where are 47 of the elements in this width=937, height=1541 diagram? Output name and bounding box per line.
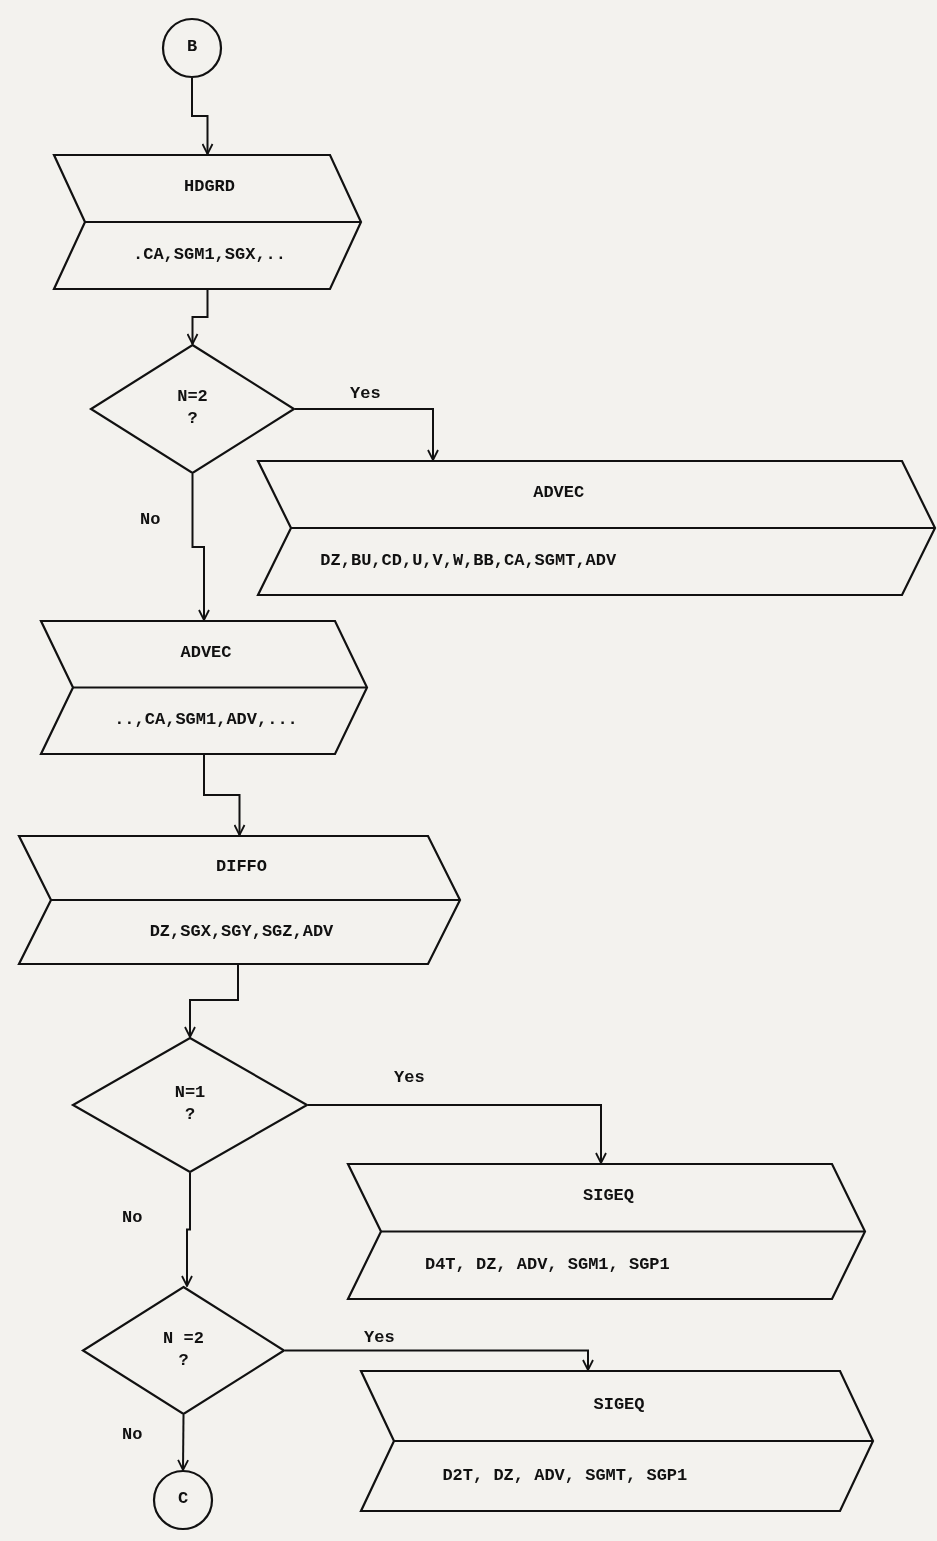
argument-list: ..,CA,SGM1,ADV,... xyxy=(77,710,335,730)
subroutine-name: HDGRD xyxy=(183,177,236,196)
edge-label: No xyxy=(121,1208,144,1227)
edge-label: Yes xyxy=(363,1328,396,1347)
subroutine-box xyxy=(40,620,368,755)
condition-text: N=2 xyxy=(176,387,209,406)
flow-arrow xyxy=(294,408,439,461)
flow-arrow xyxy=(184,964,239,1038)
decision-diamond xyxy=(72,1037,308,1173)
decision-diamond xyxy=(90,344,295,474)
question-mark: ? xyxy=(183,1105,197,1124)
argument-list: DZ,SGX,SGY,SGZ,ADV xyxy=(55,921,428,941)
flow-arrow xyxy=(177,1414,189,1471)
flow-arrow xyxy=(181,1172,193,1287)
flow-arrow xyxy=(191,77,214,155)
connector-circle xyxy=(162,18,222,78)
question-mark: ? xyxy=(177,1350,190,1370)
condition-text: N =2 xyxy=(162,1328,205,1348)
subroutine-box xyxy=(360,1370,874,1512)
flow-arrow xyxy=(307,1104,607,1164)
connector-label: C xyxy=(176,1489,190,1508)
subroutine-box xyxy=(257,460,936,596)
subroutine-box xyxy=(347,1163,866,1300)
edge-label: No xyxy=(139,510,162,529)
flow-arrow xyxy=(186,289,209,345)
argument-list: D4T, DZ, ADV, SGM1, SGP1 xyxy=(424,1254,670,1274)
edge-label: Yes xyxy=(393,1068,426,1087)
question-mark: ? xyxy=(186,409,199,428)
edge-label: Yes xyxy=(349,384,382,403)
argument-list: DZ,BU,CD,U,V,W,BB,CA,SGMT,ADV xyxy=(320,551,617,570)
connector-label: B xyxy=(185,37,199,56)
subroutine-box xyxy=(18,835,461,965)
connector-circle xyxy=(153,1470,213,1530)
flow-arrow xyxy=(284,1349,594,1371)
subroutine-name: ADVEC xyxy=(533,483,585,502)
subroutine-name: ADVEC xyxy=(179,642,233,662)
edge-label: No xyxy=(121,1425,144,1444)
argument-list: D2T, DZ, ADV, SGMT, SGP1 xyxy=(442,1465,688,1485)
flow-arrow xyxy=(191,473,210,621)
subroutine-name: SIGEQ xyxy=(582,1186,635,1206)
subroutine-name: DIFFO xyxy=(215,856,268,876)
condition-text: N=1 xyxy=(173,1083,207,1102)
argument-list: .CA,SGM1,SGX,.. xyxy=(89,245,330,264)
flow-arrow xyxy=(203,754,246,836)
decision-diamond xyxy=(82,1286,285,1415)
subroutine-name: SIGEQ xyxy=(592,1394,646,1414)
subroutine-box xyxy=(53,154,362,290)
